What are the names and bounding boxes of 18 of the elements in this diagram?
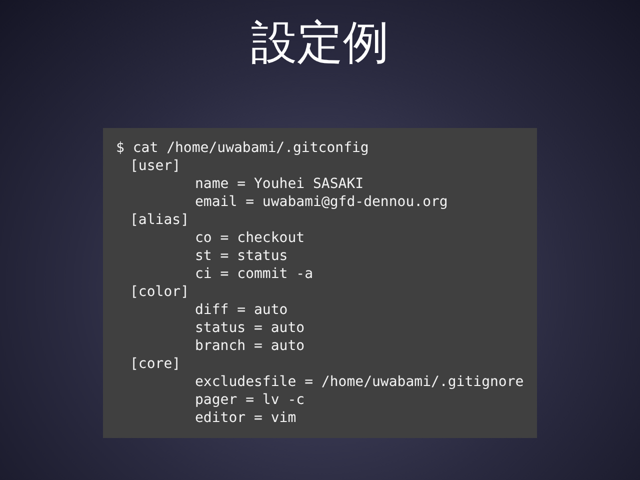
code-line: status = auto bbox=[195, 320, 305, 337]
code-line: email = uwabami@gfd-dennou.org bbox=[195, 194, 448, 211]
code-line: excludesfile = /home/uwabami/.gitignore bbox=[195, 374, 524, 391]
code-line: $ cat /home/uwabami/.gitconfig bbox=[116, 140, 369, 157]
slide-title: 設定例 bbox=[251, 14, 389, 71]
code-line: diff = auto bbox=[195, 302, 288, 319]
code-line: pager = lv -c bbox=[195, 392, 305, 409]
code-line: name = Youhei SASAKI bbox=[195, 176, 364, 193]
code-line: st = status bbox=[195, 248, 288, 265]
code-line: editor = vim bbox=[195, 410, 296, 427]
code-panel bbox=[103, 128, 537, 438]
code-line: [user] bbox=[130, 158, 181, 175]
code-line: [color] bbox=[130, 284, 190, 301]
code-line: branch = auto bbox=[195, 338, 305, 355]
code-line: [alias] bbox=[130, 212, 190, 229]
code-line: co = checkout bbox=[195, 230, 305, 247]
code-line: ci = commit -a bbox=[195, 266, 314, 283]
code-line: [core] bbox=[130, 356, 181, 373]
